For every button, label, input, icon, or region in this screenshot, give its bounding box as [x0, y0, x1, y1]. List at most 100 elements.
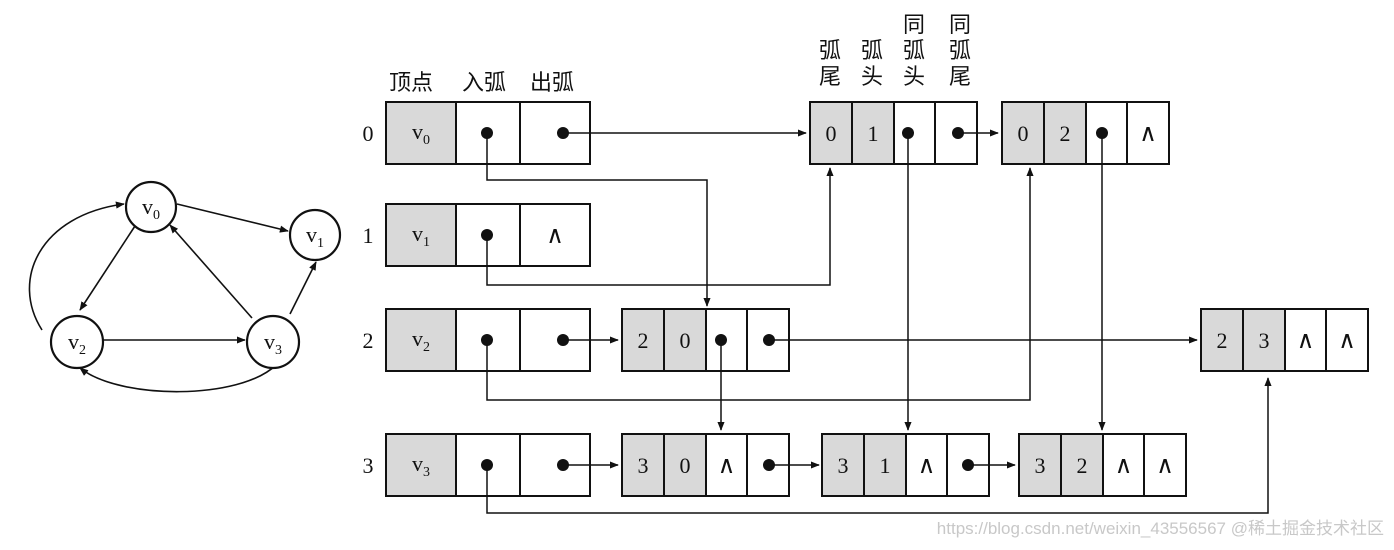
tailvex-cell: [1018, 433, 1062, 497]
headvex-value: 1: [868, 121, 879, 146]
vertex-row-3: 3 v3: [363, 433, 591, 497]
graph-node-v1: v1: [288, 208, 342, 262]
svg-text:v1: v1: [306, 222, 324, 251]
headvex-value: 1: [880, 453, 891, 478]
graph-node-v0: v0: [124, 180, 178, 234]
headvex-value: 3: [1259, 328, 1270, 353]
pointer-dot: [557, 334, 569, 346]
header-in-arc: 入弧: [462, 70, 507, 95]
headvex-value: 0: [680, 453, 691, 478]
header-out-arc: 出弧: [530, 70, 575, 95]
pointer-dot: [557, 459, 569, 471]
tailvex-value: 0: [1018, 121, 1029, 146]
row-index: 0: [363, 121, 374, 146]
arc-node-0-2: 0 2 ∧: [1001, 101, 1170, 165]
tlink-cell: [1143, 433, 1187, 497]
null-symbol: ∧: [918, 453, 936, 479]
tailvex-value: 3: [1035, 453, 1046, 478]
pointer-dot: [557, 127, 569, 139]
pointer-dot: [763, 334, 775, 346]
tailvex-cell: [821, 433, 865, 497]
hlink-cell: [1284, 308, 1327, 372]
row-index: 1: [363, 223, 374, 248]
pointer-dots: [481, 127, 1108, 471]
arc-node-3-1: 3 1 ∧: [821, 433, 990, 497]
graph-node-v3: v3: [245, 314, 301, 370]
headvex-cell: [663, 433, 707, 497]
tailvex-cell: [1200, 308, 1244, 372]
tailvex-value: 0: [826, 121, 837, 146]
graph-edge-v3-v2: [79, 364, 277, 393]
headvex-cell: [851, 101, 895, 165]
pointer-dot: [1096, 127, 1108, 139]
pointer-dot: [962, 459, 974, 471]
headvex-value: 2: [1060, 121, 1071, 146]
watermark: https://blog.csdn.net/weixin_43556567 @稀…: [936, 519, 1384, 538]
null-symbol: ∧: [1156, 453, 1174, 479]
tlink-cell: [1126, 101, 1170, 165]
headvex-value: 2: [1077, 453, 1088, 478]
arc-node-3-2: 3 2 ∧ ∧: [1018, 433, 1187, 497]
pointer-dot: [481, 459, 493, 471]
firstin-cell: [455, 101, 521, 165]
firstout-cell: [519, 203, 591, 267]
vertex-row-0: 0 v0: [363, 101, 591, 165]
vertex-cell: [385, 308, 457, 372]
null-symbol: ∧: [1115, 453, 1133, 479]
headvex-cell: [1242, 308, 1286, 372]
vertex-row-1: 1 v1 ∧: [363, 203, 591, 267]
tailvex-value: 3: [638, 453, 649, 478]
vertex-cell: [385, 101, 457, 165]
pointer-v0-in: [486, 133, 711, 307]
headvex-cell: [1043, 101, 1087, 165]
graph-edge-v3-v0: [169, 224, 253, 319]
null-symbol: ∧: [546, 223, 564, 249]
header-same-head: 同弧头: [902, 12, 925, 89]
null-symbol: ∧: [1139, 121, 1157, 147]
pointer-dot: [763, 459, 775, 471]
vertex-table: 0 v0 1 v1 ∧ 2 v2 3 v3: [363, 101, 591, 497]
tailvex-cell: [1001, 101, 1045, 165]
pointer-dot: [902, 127, 914, 139]
pointer-dot: [481, 127, 493, 139]
vertex-label: v1: [412, 221, 430, 250]
row-index: 3: [363, 453, 374, 478]
tailvex-cell: [621, 433, 665, 497]
pointer-dot: [481, 229, 493, 241]
svg-text:v2: v2: [68, 329, 86, 358]
pointer-dot: [715, 334, 727, 346]
header-arc-head: 弧头: [860, 38, 883, 89]
tlink-cell: [1325, 308, 1369, 372]
hlink-cell: [705, 433, 748, 497]
svg-text:v3: v3: [264, 329, 282, 358]
graph-edge-v3-v1: [289, 261, 317, 315]
vertex-cell: [385, 203, 457, 267]
directed-graph: v0 v1 v2 v3: [28, 180, 342, 393]
header-arc-tail: 弧尾: [818, 38, 841, 89]
tailvex-value: 3: [838, 453, 849, 478]
vertex-label: v3: [412, 451, 430, 480]
tailvex-cell: [809, 101, 853, 165]
null-symbol: ∧: [718, 453, 736, 479]
row-index: 2: [363, 328, 374, 353]
vertex-label: v2: [412, 326, 430, 355]
null-symbol: ∧: [1338, 328, 1356, 354]
null-symbol: ∧: [1297, 328, 1315, 354]
pointer-v1-in: [486, 167, 834, 286]
header-vertex: 顶点: [389, 70, 434, 95]
arc-node-3-0: 3 0 ∧: [621, 433, 790, 497]
hlink-cell: [893, 101, 936, 165]
graph-edge-v0-v2: [79, 225, 136, 311]
graph-edge-v2-v0: [28, 201, 125, 331]
header-same-tail: 同弧尾: [948, 12, 971, 89]
graph-node-v2: v2: [49, 314, 105, 370]
vertex-row-2: 2 v2: [363, 308, 591, 372]
pointer-connectors: [486, 129, 1272, 514]
vertex-label: v0: [412, 119, 430, 148]
pointer-dot: [481, 334, 493, 346]
pointer-dot: [952, 127, 964, 139]
headvex-cell: [863, 433, 907, 497]
tailvex-value: 2: [638, 328, 649, 353]
